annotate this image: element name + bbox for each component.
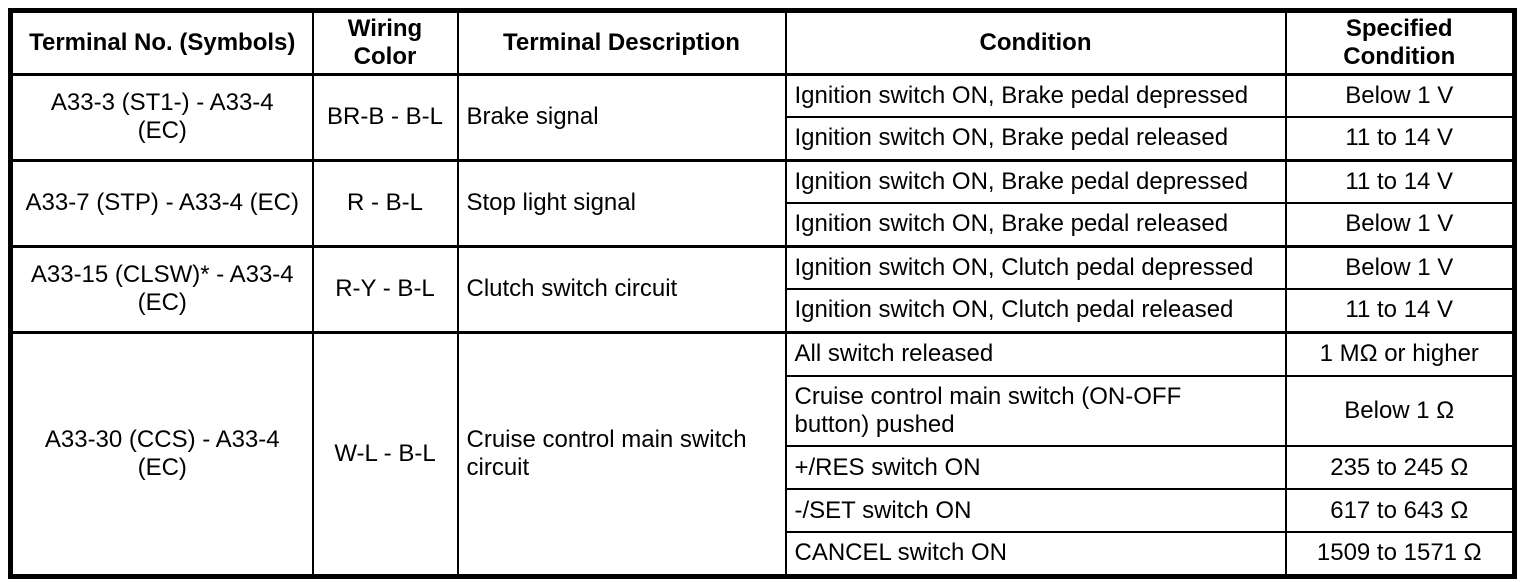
table-row: Cruise control main switch (ON-OFF butto… — [11, 375, 1516, 448]
table-row: A33-3 (ST1-) - A33-4 (EC) BR-B - B-L Bra… — [9, 72, 1516, 162]
condition-cell: Ignition switch ON, Brake pedal depresse… — [784, 158, 1287, 205]
specified-condition-cell: 11 to 14 V — [1284, 116, 1516, 162]
specified-condition-cell: 11 to 14 V — [1284, 158, 1516, 205]
condition-cell: +/RES switch ON — [784, 445, 1287, 491]
wiring-color-cell: W-L - B-L — [311, 330, 459, 578]
col-header-condition: Condition — [784, 9, 1287, 76]
terminal-cell: A33-7 (STP) - A33-4 (EC) — [9, 158, 314, 248]
description-cell: Cruise control main switch circuit — [456, 330, 787, 578]
condition-cell: All switch released — [784, 330, 1287, 378]
table-row: A33-7 (STP) - A33-4 (EC) R - B-L Stop li… — [9, 158, 1516, 248]
description-cell: Stop light signal — [456, 158, 787, 248]
condition-cell: Ignition switch ON, Clutch pedal depress… — [784, 244, 1287, 291]
specified-condition-cell: Below 1 V — [1284, 72, 1516, 119]
specified-condition-cell: Below 1 Ω — [1284, 375, 1516, 448]
terminal-inspection-table: Terminal No. (Symbols) Wiring Color Term… — [8, 8, 1517, 579]
specified-condition-cell: 617 to 643 Ω — [1284, 488, 1516, 534]
table-header-row: Terminal No. (Symbols) Wiring Color Term… — [9, 9, 1516, 76]
wiring-color-cell: R-Y - B-L — [311, 244, 459, 334]
table-row: Ignition switch ON, Brake pedal released… — [11, 116, 1516, 162]
wiring-color-cell: BR-B - B-L — [311, 72, 459, 162]
col-header-terminal-no: Terminal No. (Symbols) — [9, 9, 314, 76]
condition-cell: -/SET switch ON — [784, 488, 1287, 534]
specified-condition-cell: 1509 to 1571 Ω — [1284, 531, 1516, 578]
condition-cell: CANCEL switch ON — [784, 531, 1287, 578]
table-row: A33-30 (CCS) - A33-4 (EC) W-L - B-L Crui… — [9, 330, 1516, 578]
table-row: A33-15 (CLSW)* - A33-4 (EC) R-Y - B-L Cl… — [9, 244, 1516, 334]
table-row: Ignition switch ON, Brake pedal released… — [11, 202, 1516, 248]
condition-cell: Ignition switch ON, Brake pedal released — [784, 202, 1287, 248]
table-row: CANCEL switch ON 1509 to 1571 Ω — [11, 531, 1516, 578]
condition-cell: Ignition switch ON, Brake pedal released — [784, 116, 1287, 162]
specified-condition-cell: Below 1 V — [1284, 202, 1516, 248]
terminal-cell: A33-15 (CLSW)* - A33-4 (EC) — [9, 244, 314, 334]
table-row: +/RES switch ON 235 to 245 Ω — [11, 445, 1516, 491]
condition-cell: Ignition switch ON, Brake pedal depresse… — [784, 72, 1287, 119]
terminal-cell: A33-3 (ST1-) - A33-4 (EC) — [9, 72, 314, 162]
specified-condition-cell: Below 1 V — [1284, 244, 1516, 291]
description-cell: Clutch switch circuit — [456, 244, 787, 334]
table-row: -/SET switch ON 617 to 643 Ω — [11, 488, 1516, 534]
col-header-specified-condition: Specified Condition — [1284, 9, 1516, 76]
terminal-cell: A33-30 (CCS) - A33-4 (EC) — [9, 330, 314, 578]
col-header-wiring-color: Wiring Color — [311, 9, 459, 76]
table-row: Ignition switch ON, Clutch pedal release… — [11, 288, 1516, 334]
specified-condition-cell: 11 to 14 V — [1284, 288, 1516, 334]
condition-cell: Cruise control main switch (ON-OFF butto… — [784, 375, 1287, 448]
wiring-color-cell: R - B-L — [311, 158, 459, 248]
specified-condition-cell: 1 MΩ or higher — [1284, 330, 1516, 378]
specified-condition-cell: 235 to 245 Ω — [1284, 445, 1516, 491]
description-cell: Brake signal — [456, 72, 787, 162]
condition-cell: Ignition switch ON, Clutch pedal release… — [784, 288, 1287, 334]
col-header-terminal-description: Terminal Description — [456, 9, 787, 76]
